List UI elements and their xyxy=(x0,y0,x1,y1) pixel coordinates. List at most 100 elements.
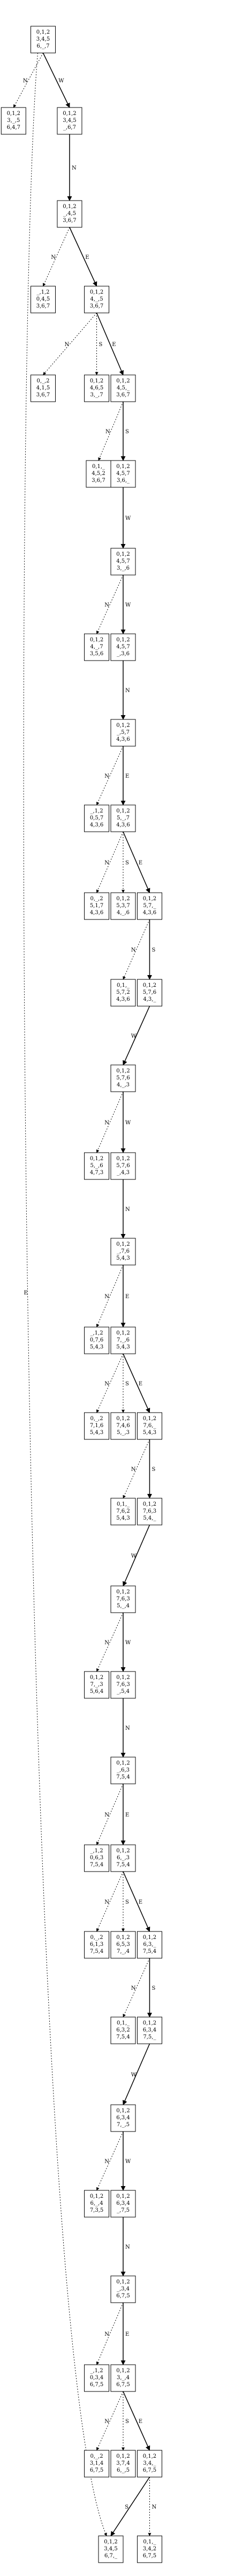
state-box xyxy=(137,2017,162,2044)
state-row: 6,_,7 xyxy=(36,43,49,49)
state-box xyxy=(84,286,110,313)
state-row: _,5,7 xyxy=(117,730,130,735)
state-node-n20: 0,1,_5,7,24,3,6 xyxy=(110,979,136,1007)
state-row: 4,1,5 xyxy=(36,385,50,391)
state-row: 5,3,7 xyxy=(116,903,130,909)
edge-n38-n41: E xyxy=(123,1871,150,1932)
state-row: 6,4,7 xyxy=(7,125,20,131)
state-row: 7,5,4 xyxy=(90,1949,103,1954)
edge-n47-n49: E xyxy=(120,2303,129,2365)
state-row: 6,3,4 xyxy=(143,2027,156,2033)
state-row: 5,7,2 xyxy=(116,990,130,995)
edge-label: W xyxy=(125,1640,131,1646)
edge-label: W xyxy=(131,1033,137,1039)
state-row: 0,1,2 xyxy=(90,637,103,643)
state-row: _,1,2 xyxy=(90,808,103,814)
state-box xyxy=(110,633,136,661)
state-box xyxy=(57,200,82,228)
state-row: 0,5,7 xyxy=(90,815,103,821)
state-node-n28: 0,_,27,1,65,4,3 xyxy=(84,1412,110,1440)
state-row: 0,1,2 xyxy=(116,1241,130,1247)
edge-n0-n54: E xyxy=(23,52,107,2536)
edge-label: E xyxy=(24,1290,28,1296)
state-row: 5,4,3 xyxy=(143,1430,156,1436)
state-row: 3,6,7 xyxy=(63,218,76,224)
state-node-n17: 0,_,25,1,74,3,6 xyxy=(84,892,110,920)
state-node-n53: 0,1,_3,4,26,7,5 xyxy=(137,2535,162,2563)
state-row: 4,3,_ xyxy=(143,996,156,1002)
state-row: 0,1,2 xyxy=(7,111,20,117)
state-row: 7,4,6 xyxy=(116,1423,130,1429)
edge-line xyxy=(42,52,70,108)
edge-n32-n33: W xyxy=(123,1524,150,1586)
edge-n0-n1: N xyxy=(13,52,43,108)
state-row: 7,5,4 xyxy=(116,1862,130,1868)
edge-label: W xyxy=(125,2159,131,2165)
state-box xyxy=(110,1327,136,1354)
state-node-n37: _,1,20,6,37,5,4 xyxy=(84,1844,110,1872)
edge-line xyxy=(123,919,150,980)
state-node-n24: 0,1,25,7,6_,4,3 xyxy=(110,1152,136,1180)
state-node-n25: 0,1,2_,7,65,4,3 xyxy=(110,1238,136,1266)
state-row: 5,4,3 xyxy=(116,1344,130,1350)
edge-n22-n24: W xyxy=(120,1092,131,1153)
edge-n27-n28: N xyxy=(96,1353,124,1413)
state-box xyxy=(110,1844,136,1872)
edge-n52-n54: S xyxy=(110,2477,150,2536)
state-node-n41: 0,1,26,3,_7,5,4 xyxy=(137,1931,162,1959)
state-node-n30: 0,1,27,6,_5,4,3 xyxy=(137,1412,162,1440)
state-box xyxy=(110,804,136,832)
state-row: 4,3,6 xyxy=(143,910,156,916)
state-box xyxy=(110,374,136,402)
state-row: 0,1,2 xyxy=(116,896,130,902)
state-row: 6,3,4 xyxy=(116,2201,130,2206)
edge-label: S xyxy=(125,1899,129,1905)
state-row: 0,1,2 xyxy=(116,1760,130,1766)
edge-n35-n36: N xyxy=(120,1698,130,1758)
state-node-n12: 0,1,24,_,73,5,6 xyxy=(84,633,110,661)
state-node-n47: 0,1,2_,3,46,7,5 xyxy=(110,2275,136,2303)
state-node-n21: 0,1,25,7,64,3,_ xyxy=(137,979,162,1007)
state-row: 3,6,7 xyxy=(36,392,50,398)
state-box xyxy=(110,2275,136,2303)
state-row: 0,4,5 xyxy=(36,296,50,302)
edge-n33-n34: N xyxy=(96,1612,124,1672)
edge-label: N xyxy=(125,688,130,694)
edge-n22-n23: N xyxy=(96,1091,124,1153)
state-row: 6,_,5 xyxy=(117,2467,130,2473)
state-row: 0,1,2 xyxy=(116,637,130,643)
edge-label: E xyxy=(139,1899,142,1905)
edge-n52-n53: N xyxy=(148,2477,156,2536)
edge-label: N xyxy=(104,1640,109,1646)
edge-label: S xyxy=(125,2504,128,2510)
state-box xyxy=(110,1585,136,1613)
edge-label: S xyxy=(152,1467,155,1473)
edge-n44-n45: N xyxy=(96,2131,124,2191)
state-box xyxy=(110,1498,136,1525)
state-box xyxy=(110,548,136,576)
edge-line xyxy=(123,1958,150,2018)
edge-label: N xyxy=(131,1985,136,1991)
state-row: 5,_,4 xyxy=(117,1603,130,1609)
edge-n13-n14: N xyxy=(120,661,130,720)
state-box xyxy=(110,1931,136,1959)
state-row: 5,4,3 xyxy=(116,1255,130,1261)
state-node-n3: 0,1,2_,4,53,6,7 xyxy=(57,200,82,228)
state-box xyxy=(84,804,110,832)
state-row: 5,_,6 xyxy=(90,1163,103,1169)
state-node-n14: 0,1,2_,5,74,3,6 xyxy=(110,719,136,747)
edge-label: N xyxy=(125,2244,130,2250)
state-node-n18: 0,1,25,3,74,_,6 xyxy=(110,892,136,920)
edge-label: W xyxy=(125,1120,131,1126)
state-box xyxy=(110,892,136,920)
state-node-n54: 0,1,23,4,56,7,_ xyxy=(98,2535,124,2563)
state-row: _,6,3 xyxy=(117,1767,130,1773)
edge-n46-n47: N xyxy=(120,2217,130,2276)
edge-line xyxy=(96,2131,124,2191)
state-row: _,4,3 xyxy=(117,1170,130,1176)
state-node-n9: 0,1,_4,5,23,6,7 xyxy=(86,460,111,488)
state-row: 0,1,_ xyxy=(92,464,105,470)
state-row: 0,1,2 xyxy=(90,1675,103,1681)
state-row: 0,1,2 xyxy=(63,204,76,210)
state-node-n27: 0,1,27,_,65,4,3 xyxy=(110,1327,136,1354)
